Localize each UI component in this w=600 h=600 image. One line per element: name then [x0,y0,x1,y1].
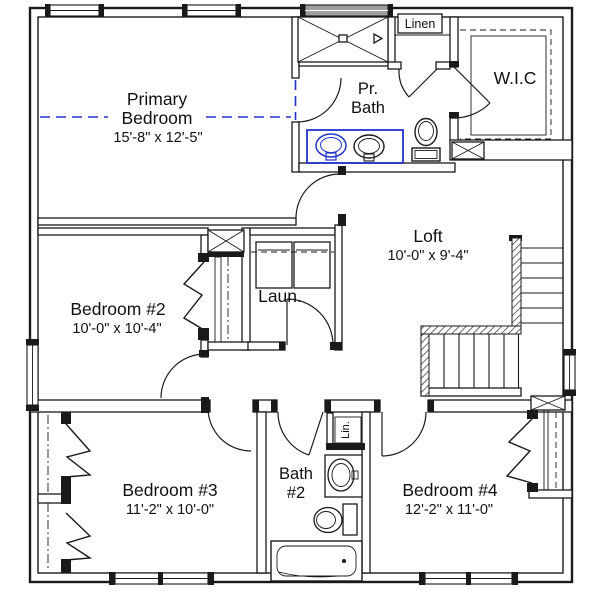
shelf-x-marker-bedroom2-closet [207,229,245,253]
bath2-tub [270,540,363,582]
sink-right [353,134,385,162]
primary-bath-label2: Bath [351,99,385,117]
faucet-icon [363,153,375,162]
primary-bedroom-label: Primary [127,89,188,109]
stair-treads-lower [443,334,520,388]
window-shower-shaded [300,4,393,17]
stair-treads-upper [521,247,563,324]
door-bath2 [277,411,324,456]
bedroom3-label: Bedroom #3 [122,480,217,500]
shelf-x-marker-bedroom4-closet [530,395,566,411]
primary-bedroom-dims: 15'-8" x 12'-5" [113,130,202,146]
loft-dims: 10'-0" x 9'-4" [387,248,468,264]
faucet-icon [325,152,337,161]
wall-posts [61,61,538,573]
primary-bath-toilet [411,117,441,162]
wic-label: W.I.C [494,68,537,88]
bath2-vanity [324,454,363,498]
washer [255,241,293,289]
bedroom4-label: Bedroom #4 [402,480,498,500]
room-labels: Primary Bedroom 15'-8" x 12'-5" Pr. Bath… [70,17,536,518]
linen-label: Linen [405,17,436,31]
dryer [293,241,331,289]
bath2-linen-shelf [334,416,362,444]
linen-closet [395,13,450,98]
stairs [420,237,563,397]
shower-drain-icon [338,34,348,43]
bedroom2-dims: 10'-0" x 10'-4" [72,321,161,337]
bedroom4-dims: 12'-2" x 11'-0" [405,502,493,518]
door-laundry [286,298,334,346]
window-left-bedroom2 [26,339,39,411]
door-primary-suite-entry [295,173,341,219]
faucet-icon [351,470,359,480]
loft-label: Loft [413,226,442,246]
linen-door [408,68,438,98]
window-top-1 [45,4,104,17]
primary-bedroom-label2: Bedroom [121,108,192,128]
door-bedroom4 [381,411,427,457]
shower [297,16,389,63]
bifold-bedroom4-closet [505,409,557,491]
window-bottom-bedroom3 [109,572,214,585]
bedroom3-dims: 11'-2" x 10'-0" [126,502,214,518]
bifold-bedroom2-closet [182,256,229,343]
window-top-2 [182,4,241,17]
door-bedroom2 [160,353,206,399]
primary-bath-vanity [306,129,404,164]
shower-valve-icon [373,32,384,45]
bath2-label2: #2 [287,484,305,502]
laundry-label: Laun. [258,286,302,306]
ceiling-break-lines [40,80,297,120]
tub-drain-icon [342,559,346,563]
door-primary-bath [296,77,342,123]
window-right-stair-landing [563,349,576,396]
washer-dryer [251,241,334,289]
wic-door [453,66,491,119]
bifold-bedroom3-closets [47,415,93,571]
bedroom2-label: Bedroom #2 [70,299,165,319]
wic-shelving [460,29,552,140]
bath2-label: Bath [279,465,313,483]
primary-bath-label: Pr. [358,80,378,98]
bath2-linen-label: Lin. [340,421,352,439]
bath2-toilet [313,503,358,536]
shelf-x-marker-wic-chase [451,141,485,160]
window-bottom-bedroom4 [419,572,518,585]
door-bedroom3 [207,407,252,452]
linen-label-box [397,13,443,34]
sink-left [315,133,347,161]
